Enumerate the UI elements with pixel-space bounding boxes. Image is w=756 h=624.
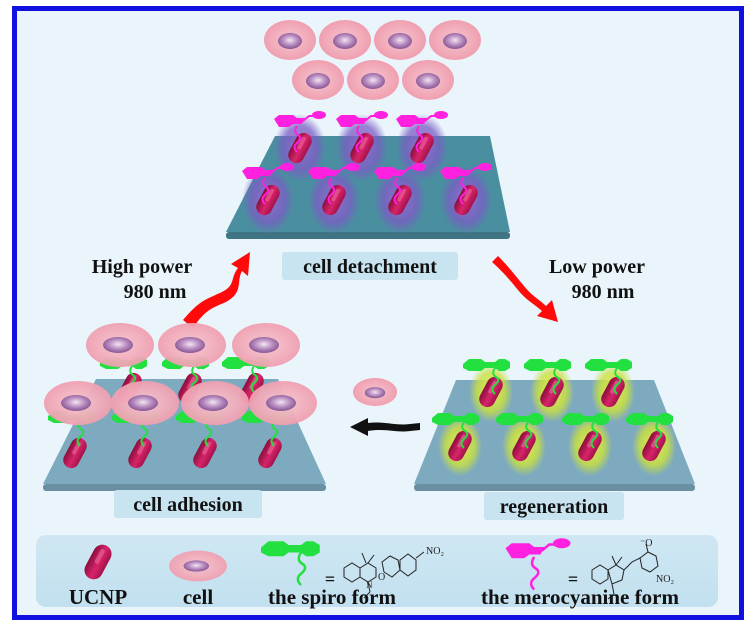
legend-merocyanine: = ⁻O NO₂ the merocyanine form bbox=[481, 537, 679, 609]
cell-icon bbox=[374, 20, 426, 60]
spiro-structure-icon bbox=[343, 551, 425, 599]
cell-icon bbox=[44, 381, 112, 425]
low-power-arrow bbox=[492, 256, 558, 322]
cell-icon bbox=[249, 381, 317, 425]
legend-merocyanine-label: the merocyanine form bbox=[481, 585, 679, 609]
regeneration-ucnp-array bbox=[431, 358, 676, 476]
detached-cells-group bbox=[264, 20, 481, 100]
legend-cell: cell bbox=[169, 550, 227, 609]
cell-icon bbox=[169, 550, 227, 582]
high-power-arrow bbox=[183, 252, 250, 328]
spiro-o-label: O bbox=[378, 572, 385, 583]
cell-icon bbox=[181, 381, 249, 425]
legend-spiro-label: the spiro form bbox=[268, 585, 396, 609]
detachment-label-box bbox=[282, 252, 458, 280]
cell-icon bbox=[158, 323, 226, 367]
cell-icon bbox=[232, 323, 300, 367]
legend-spiro: = NO₂ O N the spiro form bbox=[259, 540, 444, 609]
adhesion-label: cell adhesion bbox=[133, 494, 242, 516]
free-cell-icon bbox=[352, 378, 398, 406]
mero-no2-label: NO₂ bbox=[656, 574, 674, 585]
cell-icon bbox=[264, 20, 316, 60]
regeneration-label-box bbox=[484, 492, 624, 520]
legend-ucnp-label: UCNP bbox=[69, 585, 127, 609]
merocyanine-structure-icon bbox=[591, 543, 659, 600]
return-arrow bbox=[350, 418, 420, 436]
legend-ucnp: UCNP bbox=[69, 541, 127, 609]
cell-icon bbox=[292, 60, 344, 100]
low-power-label: Low power bbox=[549, 256, 645, 278]
cell-icon bbox=[429, 20, 481, 60]
high-power-wavelength: 980 nm bbox=[124, 281, 187, 303]
low-power-wavelength: 980 nm bbox=[572, 281, 635, 303]
regeneration-label: regeneration bbox=[500, 496, 609, 518]
legend-cell-label: cell bbox=[183, 585, 213, 609]
cell-icon bbox=[86, 323, 154, 367]
detachment-label: cell detachment bbox=[303, 256, 437, 278]
spiro-no2-label: NO₂ bbox=[426, 546, 444, 557]
cell-icon bbox=[111, 381, 179, 425]
detachment-ucnp-array bbox=[241, 110, 493, 234]
legend-spiro-equals: = bbox=[325, 569, 335, 589]
adhesion-cells-back bbox=[86, 323, 300, 367]
legend-mero-equals: = bbox=[568, 569, 578, 589]
mero-o-minus-label: ⁻O bbox=[640, 538, 653, 549]
spiro-n-label: N bbox=[366, 580, 373, 590]
high-power-label: High power bbox=[92, 256, 193, 278]
cell-icon bbox=[402, 60, 454, 100]
adhesion-label-box bbox=[114, 490, 262, 518]
cell-icon bbox=[347, 60, 399, 100]
cell-icon bbox=[319, 20, 371, 60]
